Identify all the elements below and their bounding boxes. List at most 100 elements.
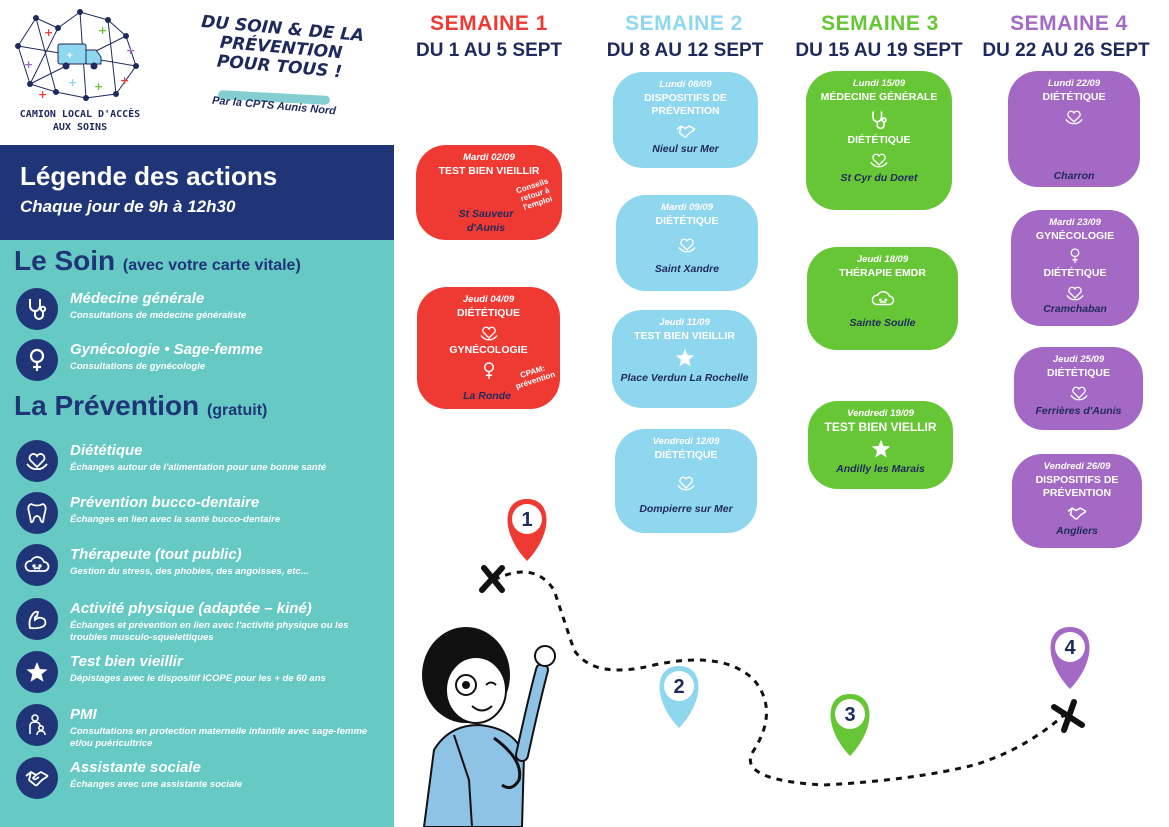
legend-item-assistante-sociale: Assistante sociale Échanges avec une ass… [14,757,390,803]
event-card[interactable]: Jeudi 25/09 DIÉTÉTIQUE Ferrières d'Aunis [1014,347,1143,430]
stethoscope-icon [872,111,887,130]
week-2-dates: DU 8 AU 12 SEPT [606,40,764,61]
event-location: Charron [1053,170,1095,182]
female-icon [1070,248,1080,263]
event-location: Saint Xandre [654,263,720,275]
heart-hands-icon [16,440,58,482]
event-date: Lundi 22/09 [1047,78,1101,89]
pin-1-label: 1 [521,509,532,531]
handshake-icon [676,125,695,138]
event-card[interactable]: Vendredi 12/09 DIÉTÉTIQUE Dompierre sur … [615,429,757,533]
soin-section-title: Le Soin (avec votre carte vitale) [14,245,301,277]
legend-panel: ++ ++ ++ ++ + CAMION LOCAL D'ACCÈS AUX S… [0,0,394,827]
legend-item-name: Diététique [70,442,143,459]
legend-subtitle: Chaque jour de 9h à 12h30 [20,197,236,216]
legend-title: Légende des actions [20,161,278,191]
end-cross-icon [1051,699,1085,733]
event-action: GYNÉCOLOGIE [449,344,528,356]
event-location: Andilly les Marais [836,463,925,475]
soin-title: Le Soin [14,245,116,276]
legend-item-desc: Échanges autour de l'alimentation pour u… [70,462,327,473]
heart-hands-icon [1066,286,1084,301]
soin-note: (avec votre carte vitale) [122,257,301,274]
event-action: DIÉTÉTIQUE [456,307,520,319]
female-icon [16,339,58,381]
event-location: Place Verdun La Rochelle [620,372,749,384]
legend-item-desc: Échanges et prévention en lien avec l'ac… [70,620,349,643]
event-date: Mardi 09/09 [661,202,713,213]
event-card[interactable]: Jeudi 04/09 DIÉTÉTIQUE GYNÉCOLOGIE La Ro… [417,287,560,409]
pin-1 [507,499,547,561]
legend-item-name: Test bien vieillir [70,653,183,670]
heart-hands-icon [1069,386,1088,401]
pin-4 [1050,627,1090,689]
svg-text:+: + [38,88,47,101]
pin-3-label: 3 [844,704,855,726]
event-action: DIÉTÉTIQUE [1043,267,1107,279]
legend-item-desc: Consultations de médecine généraliste [70,310,247,321]
heart-hands-icon [677,476,695,491]
event-location: Sainte Soulle [849,317,916,329]
event-card[interactable]: Mardi 23/09 GYNÉCOLOGIE DIÉTÉTIQUE Cramc… [1011,210,1139,326]
svg-text:+: + [120,74,129,87]
cloud-icon [16,544,58,586]
event-location: Nieul sur Mer [652,143,719,155]
svg-text:+: + [44,26,53,39]
event-card[interactable]: Vendredi 19/09 TEST BIEN VIELLIR Andilly… [808,401,953,489]
star-icon [16,651,58,693]
event-card[interactable]: Lundi 22/09 DIÉTÉTIQUE Charron [1008,71,1140,187]
week-4-dates: DU 22 AU 26 SEPT [982,40,1150,61]
event-date: Vendredi 12/09 [652,436,720,447]
legend-item-bucco-dentaire: Prévention bucco-dentaire Échanges en li… [14,492,390,538]
star-icon [871,439,890,458]
event-action: DIÉTÉTIQUE [1042,91,1106,103]
legend-item-desc: Gestion du stress, des phobies, des ango… [70,566,309,577]
event-location: Dompierre sur Mer [639,503,733,515]
event-action: TEST BIEN VIEILLIR [634,330,735,342]
event-date: Jeudi 04/09 [462,294,515,305]
event-date: Lundi 15/09 [852,78,906,89]
cloud-icon [871,290,894,306]
week-3-title: SEMAINE 3 [821,12,939,35]
event-action: MÉDECINE GÉNÉRALE [820,91,938,103]
event-card[interactable]: Mardi 09/09 DIÉTÉTIQUE Saint Xandre [616,195,758,291]
pin-2-label: 2 [673,676,684,698]
prevention-note: (gratuit) [206,402,268,419]
legend-item-name: Prévention bucco-dentaire [70,494,260,511]
heart-hands-icon [870,153,888,168]
svg-text:+: + [68,76,77,89]
start-cross-icon [479,565,505,593]
female-icon [483,362,494,379]
event-card[interactable]: Mardi 02/09 TEST BIEN VIEILLIR Conseils … [416,145,562,240]
week-4-title: SEMAINE 4 [1010,12,1128,35]
event-card[interactable]: Vendredi 26/09 DISPOSITIFS DE PRÉVENTION… [1012,454,1142,548]
route-illustration: 1 2 3 4 [422,499,1090,827]
heart-hands-icon [678,238,696,253]
network-truck-logo: ++ ++ ++ ++ + [15,9,139,101]
legend-body: Le Soin (avec votre carte vitale) Médeci… [0,240,394,827]
event-card[interactable]: Lundi 15/09 MÉDECINE GÉNÉRALE DIÉTÉTIQUE… [806,71,952,210]
svg-text:+: + [24,58,33,71]
logo-caption-line: CAMION LOCAL D'ACCÈS [19,109,141,120]
legend-item-desc: Échanges avec une assistante sociale [70,779,243,790]
event-date: Jeudi 18/09 [856,254,909,265]
svg-text:+: + [94,80,103,93]
event-card[interactable]: Jeudi 11/09 TEST BIEN VIEILLIR Place Ver… [612,310,757,408]
logo-caption: CAMION LOCAL D'ACCÈS AUX SOINS [10,108,150,134]
legend-item-name: Thérapeute (tout public) [70,546,242,563]
svg-text:+: + [126,44,135,57]
event-date: Mardi 02/09 [463,152,515,163]
legend-item-therapeute: Thérapeute (tout public) Gestion du stre… [14,544,390,590]
event-location: Cramchaban [1043,303,1107,315]
week-1-title: SEMAINE 1 [430,12,548,35]
legend-item-activite-physique: Activité physique (adaptée – kiné) Échan… [14,598,390,644]
week-3-dates: DU 15 AU 19 SEPT [795,40,963,61]
tooth-icon [16,492,58,534]
legend-item-dietetique: Diététique Échanges autour de l'alimenta… [14,440,390,486]
event-action: THÉRAPIE EMDR [839,267,926,279]
event-card[interactable]: Lundi 08/09 DISPOSITIFS DE PRÉVENTION Ni… [613,72,758,168]
legend-item-pmi: PMI Consultations en protection maternel… [14,704,390,750]
event-card[interactable]: Jeudi 18/09 THÉRAPIE EMDR Sainte Soulle [807,247,958,350]
legend-item-name: PMI [70,706,97,723]
legend-item-desc: Échanges en lien avec la santé bucco-den… [70,514,281,525]
